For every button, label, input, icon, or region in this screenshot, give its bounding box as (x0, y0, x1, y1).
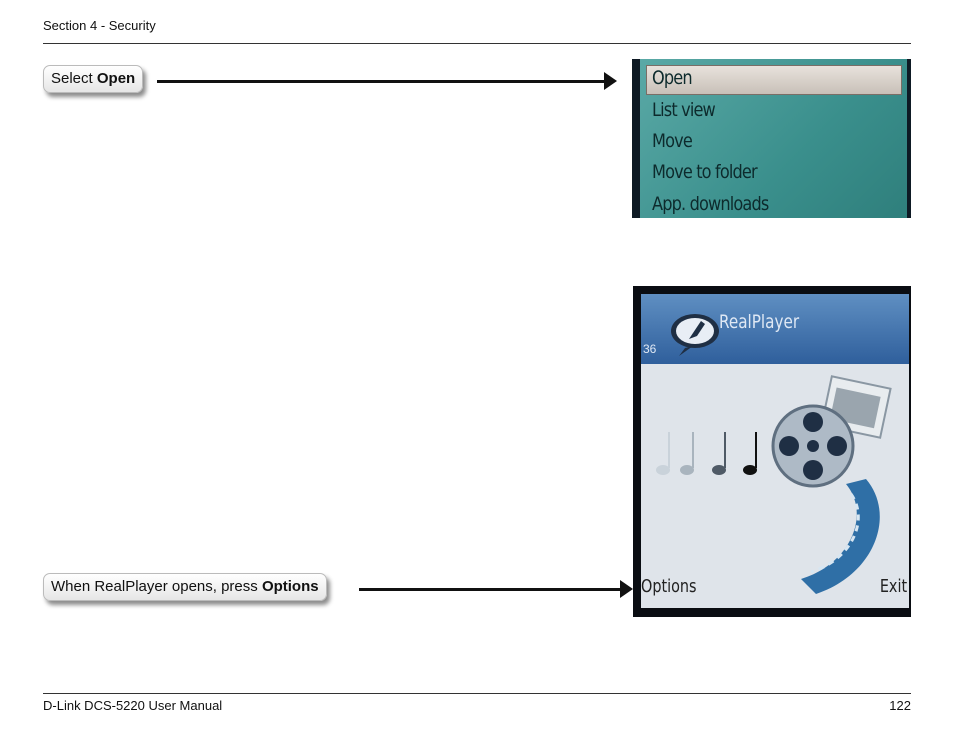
exit-softkey[interactable]: Exit (879, 576, 907, 597)
callout-bold-text: Open (96, 70, 136, 87)
realplayer-display: RealPlayer 36 (641, 294, 909, 608)
header-rule (43, 43, 911, 44)
realplayer-logo-icon (671, 314, 719, 356)
realplayer-splash-graphic (656, 375, 892, 594)
arrow-head (620, 580, 633, 598)
menu-item-list-view[interactable]: List view (652, 99, 716, 121)
music-notes-icon (656, 432, 757, 475)
menu-item-move-to-folder[interactable]: Move to folder (652, 161, 758, 183)
phone-menu-screen: Open List view Move Move to folder App. … (632, 59, 911, 218)
phone-realplayer-screen: RealPlayer 36 (633, 286, 911, 617)
section-header: Section 4 - Security (43, 18, 156, 33)
arrow-head (604, 72, 617, 90)
callout-press-options: When RealPlayer opens, press Options (43, 573, 327, 601)
page-number: 122 (889, 698, 911, 713)
arrow-line (157, 80, 605, 83)
callout-text: When RealPlayer opens, press (51, 578, 262, 595)
arrow-line (359, 588, 621, 591)
footer-rule (43, 693, 911, 694)
callout-text: Select (51, 70, 97, 87)
callout-select-open: Select Open (43, 65, 144, 93)
menu-item-move[interactable]: Move (652, 130, 693, 152)
status-number: 36 (643, 342, 657, 356)
film-reel-icon (771, 375, 892, 594)
options-softkey[interactable]: Options (641, 576, 697, 597)
callout-bold-text: Options (261, 578, 319, 595)
menu-highlight (646, 65, 902, 95)
footer-manual-title: D-Link DCS-5220 User Manual (43, 698, 223, 713)
realplayer-title-bar: RealPlayer 36 (641, 294, 909, 364)
menu-item-app-downloads[interactable]: App. downloads (652, 193, 769, 215)
menu-item-open[interactable]: Open (652, 67, 693, 89)
realplayer-title: RealPlayer (719, 311, 800, 333)
